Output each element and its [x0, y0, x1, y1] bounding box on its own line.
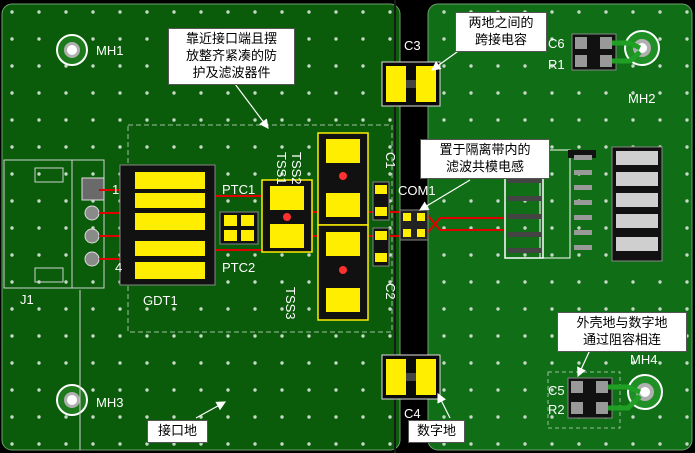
- c5-r2-pads: [547, 371, 642, 429]
- callout-protection: 靠近接口端且摆 放整齐紧凑的防 护及滤波器件: [168, 28, 295, 85]
- label-c4: C4: [404, 406, 421, 421]
- label-gdt1: GDT1: [143, 293, 178, 308]
- digital-resistor-array: [611, 146, 663, 262]
- label-r1: R1: [548, 57, 565, 72]
- label-mh2: MH2: [628, 91, 655, 106]
- mounting-hole-mh3: [56, 384, 88, 416]
- label-c6: C6: [548, 36, 565, 51]
- label-c5: C5: [548, 383, 565, 398]
- c3-bridge-cap: [381, 61, 441, 107]
- label-c3: C3: [404, 38, 421, 53]
- callout-digital-ground: 数字地: [408, 420, 465, 443]
- label-c1: C1: [383, 152, 398, 169]
- c6-r1-pads: [571, 33, 642, 71]
- mounting-hole-mh1: [56, 34, 88, 66]
- callout-common-mode: 置于隔离带内的 滤波共模电感: [420, 139, 550, 179]
- label-mh3: MH3: [96, 395, 123, 410]
- label-pin4: 4: [115, 260, 122, 275]
- callout-shell-ground: 外壳地与数字地 通过阻容相连: [557, 312, 687, 352]
- tss-upper: [317, 132, 369, 226]
- callout-bridge-cap: 两地之间的 跨接电容: [455, 12, 547, 52]
- label-tss2: TSS2: [289, 152, 304, 185]
- tss-lower: [317, 224, 369, 321]
- connector-j1: [3, 159, 105, 450]
- ptc-pads: [219, 211, 259, 245]
- c1-c2-caps: [372, 181, 390, 267]
- label-pin1: 1: [112, 182, 119, 197]
- tss3: [261, 179, 313, 253]
- label-mh4: MH4: [630, 352, 657, 367]
- label-ptc2: PTC2: [222, 260, 255, 275]
- gdt1: [119, 164, 216, 286]
- com1-choke: [399, 209, 429, 241]
- label-com1: COM1: [398, 183, 436, 198]
- callout-interface-ground: 接口地: [147, 420, 208, 443]
- label-tss1: TSS1: [274, 152, 289, 185]
- c4-bridge-cap: [381, 354, 441, 400]
- label-ptc1: PTC1: [222, 182, 255, 197]
- label-mh1: MH1: [96, 43, 123, 58]
- label-r2: R2: [548, 402, 565, 417]
- label-tss3: TSS3: [283, 287, 298, 320]
- label-c2: C2: [383, 283, 398, 300]
- label-j1: J1: [20, 292, 34, 307]
